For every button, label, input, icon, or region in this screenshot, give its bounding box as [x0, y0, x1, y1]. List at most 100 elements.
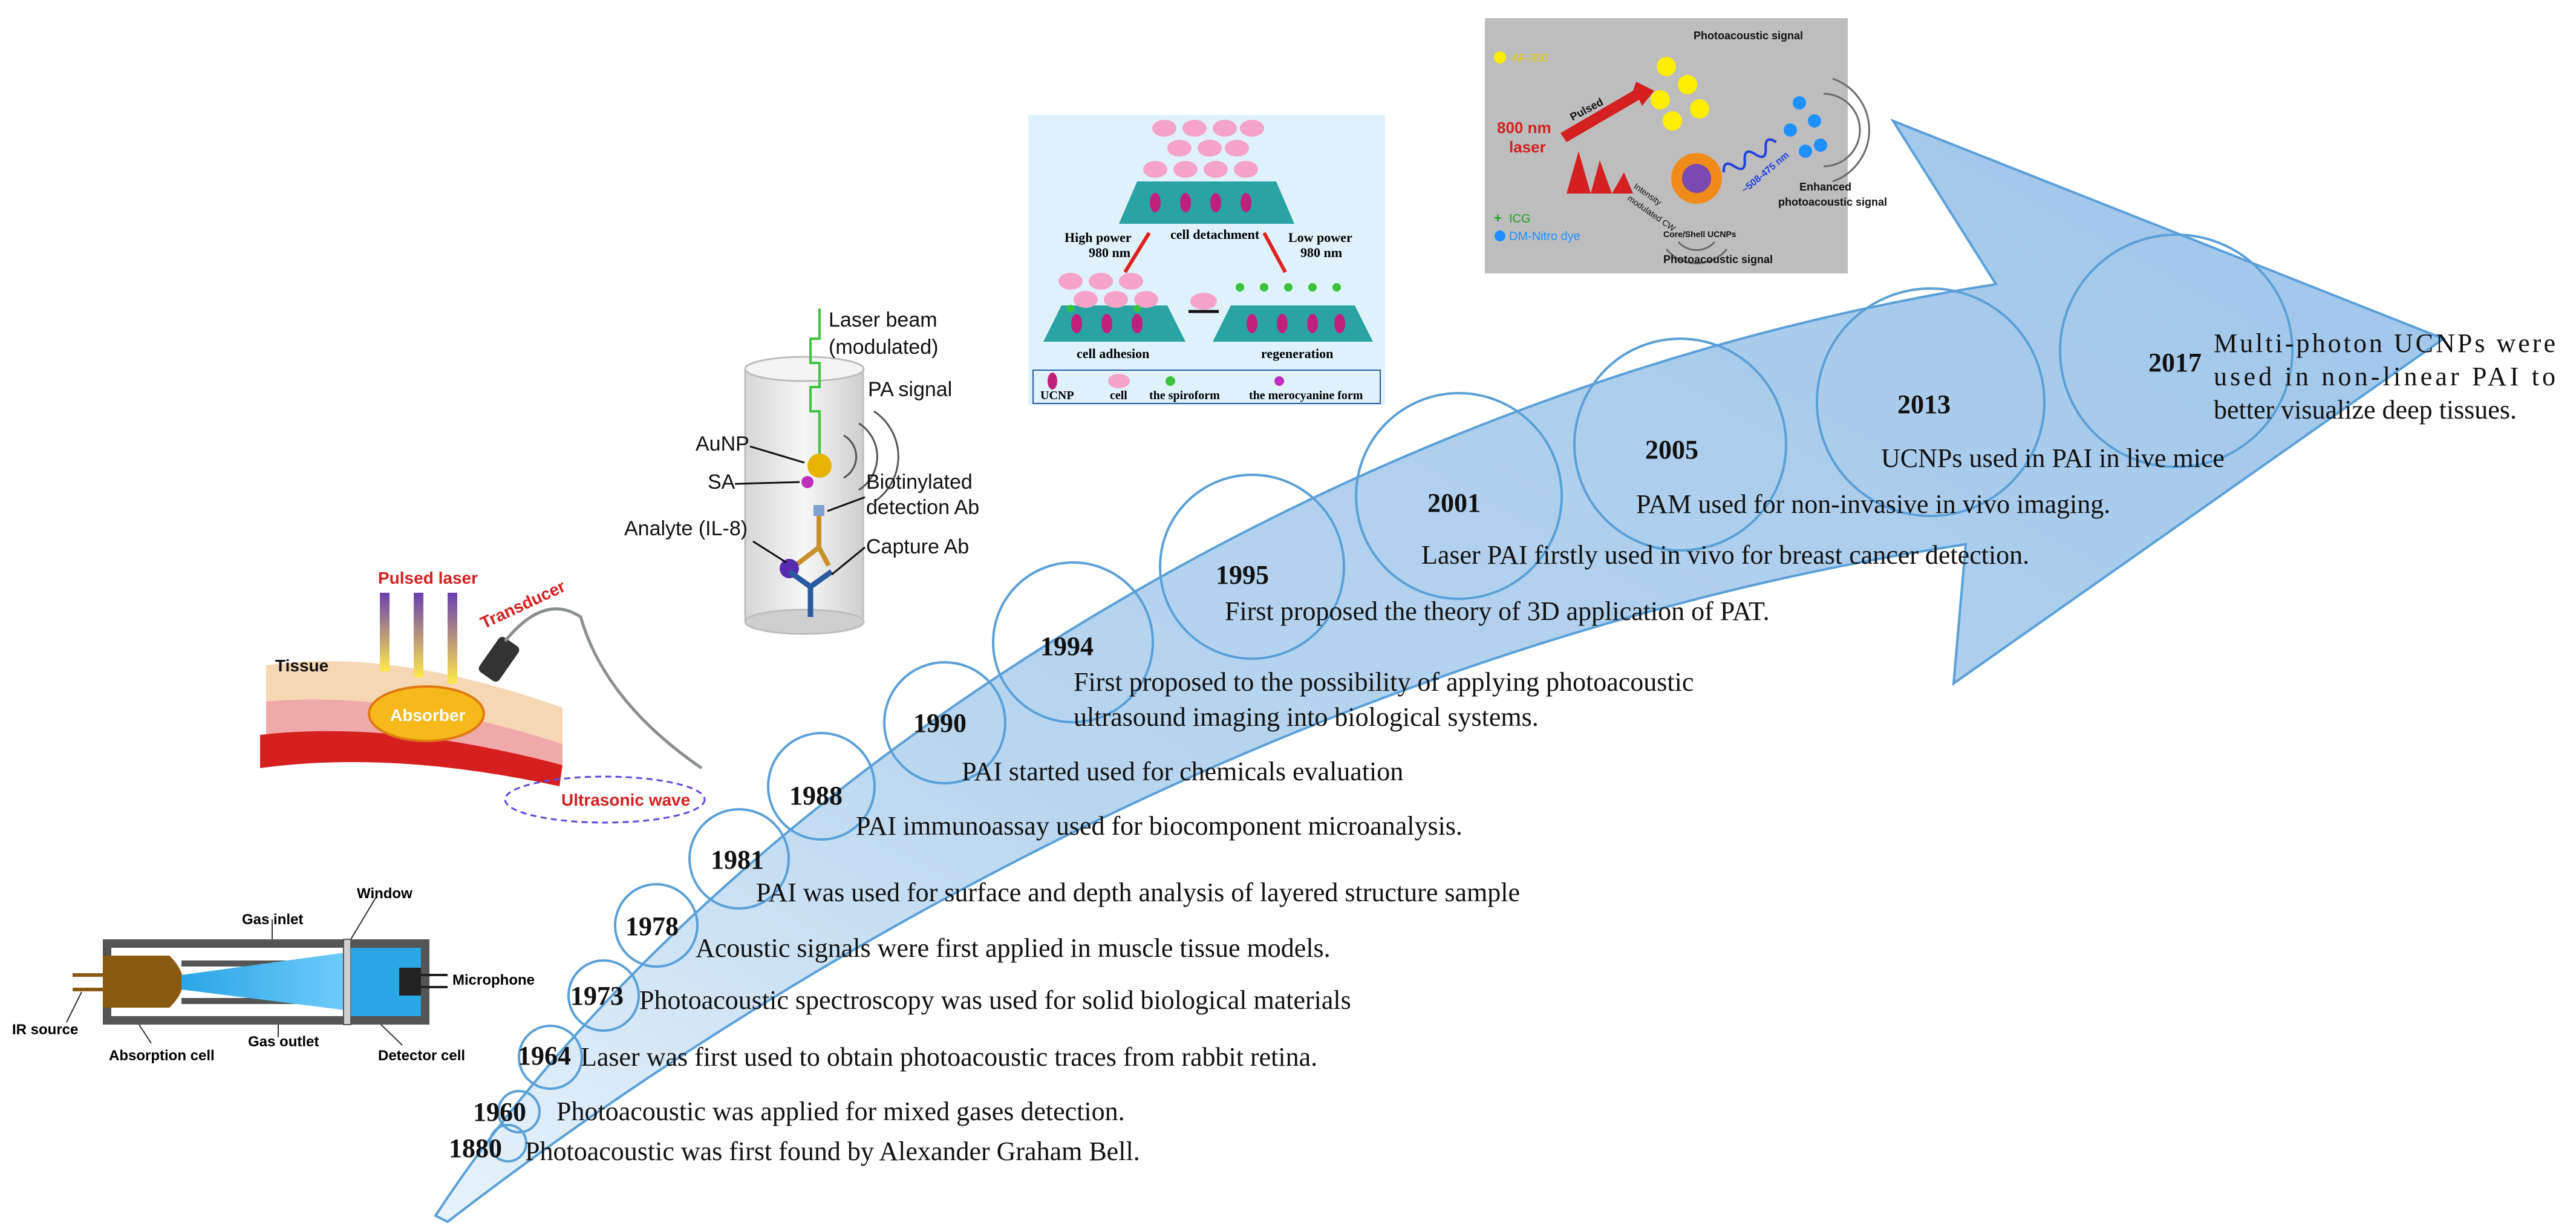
ucnps-top	[1150, 193, 1251, 212]
label-cell-adhesion: cell adhesion	[1077, 346, 1149, 361]
event-1981: PAI was used for surface and depth analy…	[756, 878, 1520, 907]
laser-beam-2	[414, 593, 423, 677]
legend-box	[1032, 370, 1381, 404]
laser-beam-1	[380, 593, 390, 671]
circle-1973	[567, 959, 640, 1032]
event-1994-line2: ultrasound imaging into biological syste…	[1074, 702, 1539, 732]
year-1981: 1981	[711, 845, 764, 875]
ir-source-lamp	[103, 956, 183, 1008]
year-labels: 1880 1960 1964 1973 1978 1981 1988 1990 …	[449, 348, 2202, 1163]
label-laser-beam-1: Laser beam	[829, 308, 937, 331]
ultrasonic-wave-outline	[504, 775, 706, 824]
plate-top	[1119, 181, 1294, 224]
label-biotinylated-2: detection Ab	[866, 496, 979, 519]
label-core-shell: Core/Shell UCNPs	[1663, 229, 1736, 239]
legend-mero: the merocyanine form	[1249, 389, 1363, 402]
circle-1978	[614, 883, 699, 968]
microphone-block	[399, 968, 421, 996]
pa-waves-bottom	[1665, 241, 1728, 264]
circle-2005	[1573, 337, 1787, 552]
event-1960: Photoacoustic was applied for mixed gase…	[556, 1097, 1125, 1126]
legend-mero-icon	[1274, 376, 1284, 386]
window-pane	[343, 939, 351, 1025]
plate-right	[1213, 305, 1373, 342]
event-1880: Photoacoustic was first found by Alexand…	[525, 1136, 1140, 1166]
photoacoustic-diagram: AF-350 Photoacoustic signal Pulsed 800 n…	[1485, 18, 1887, 273]
year-2001: 2001	[1427, 488, 1481, 518]
label-analyte: Analyte (IL-8)	[624, 517, 748, 540]
label-dm-nitro: DM-Nitro dye	[1509, 230, 1580, 243]
year-2005: 2005	[1645, 435, 1698, 465]
event-2013: UCNPs used in PAI in live mice	[1881, 443, 2225, 473]
inner-bottom-bar	[181, 998, 345, 1004]
circle-1988	[767, 732, 876, 841]
ucnp-core	[1682, 164, 1711, 193]
immunoassay-diagram: Laser beam (modulated) PA signal AuNP SA…	[624, 308, 979, 635]
tissue-diagram: Absorber Pulsed laser Transducer Tissue …	[260, 569, 706, 824]
event-2017-line1: Multi-photon UCNPs were	[2214, 328, 2555, 358]
year-1973: 1973	[570, 981, 624, 1011]
label-laser-beam-2: (modulated)	[829, 336, 938, 359]
circle-1880	[489, 1124, 527, 1162]
cell-outer-bottom	[103, 1016, 429, 1025]
legend-spiro-icon	[1166, 376, 1175, 386]
event-descriptions: Photoacoustic was first found by Alexand…	[525, 328, 2555, 1166]
label-gas-inlet: Gas inlet	[242, 911, 303, 928]
well-bottom	[744, 608, 865, 635]
emission-wave	[1722, 138, 1777, 173]
label-cell-detachment: cell detachment	[1170, 227, 1260, 242]
event-1990: PAI started used for chemicals evaluatio…	[962, 757, 1403, 786]
event-1988: PAI immunoassay used for biocomponent mi…	[856, 811, 1462, 841]
dm-nitro-molecules	[1784, 96, 1827, 158]
pulsed-arrow	[1560, 82, 1654, 142]
transducer-body	[478, 636, 520, 682]
inner-top-bar	[181, 960, 345, 967]
year-1880: 1880	[449, 1133, 502, 1163]
cells-top	[1143, 120, 1264, 178]
label-window: Window	[357, 885, 412, 902]
icg-plus-icon: +	[1494, 210, 1502, 226]
label-ir-source: IR source	[12, 1022, 78, 1038]
pointer-analyte	[752, 540, 787, 564]
blood-vessel	[260, 731, 562, 786]
legend-ucnp-icon	[1048, 373, 1057, 390]
label-ultrasonic-wave: Ultrasonic wave	[561, 791, 690, 809]
event-2017-line2: used in non-linear PAI to	[2214, 362, 2555, 391]
label-sa: SA	[708, 471, 735, 494]
plate-left	[1043, 305, 1185, 342]
label-high-power-2: 980 nm	[1089, 245, 1130, 260]
event-1973: Photoacoustic spectroscopy was used for …	[639, 985, 1351, 1015]
label-af350: AF-350	[1512, 52, 1548, 64]
cell-diagram: cell detachment High power 980 nm Low po…	[1028, 115, 1385, 405]
pointer-ir-source	[66, 991, 82, 1023]
laser-modulated-line	[809, 308, 821, 466]
year-1990: 1990	[913, 708, 967, 738]
label-pa-signal-top: Photoacoustic signal	[1694, 30, 1803, 42]
label-enhanced-1: Enhanced	[1799, 181, 1851, 193]
ucnps-right	[1247, 314, 1345, 333]
event-1994-line1: First proposed to the possibility of app…	[1074, 667, 1694, 697]
circle-1990	[883, 661, 1006, 784]
year-2013: 2013	[1897, 390, 1951, 419]
label-absorption-cell: Absorption cell	[109, 1048, 215, 1064]
event-1995: First proposed the theory of 3D applicat…	[1225, 596, 1770, 626]
label-pa-signal-bottom: Photoacoustic signal	[1663, 253, 1773, 266]
year-1988: 1988	[789, 781, 843, 810]
capture-antibody	[787, 569, 833, 617]
gas-cell-diagram: Gas inlet Window Microphone IR source Ab…	[12, 885, 535, 1064]
label-absorber: Absorber	[390, 706, 466, 725]
label-tissue: Tissue	[275, 656, 328, 675]
label-low-power-1: Low power	[1288, 230, 1352, 245]
label-high-power-1: High power	[1065, 230, 1132, 245]
cell-panel-bg	[1028, 115, 1385, 405]
absorber-blob	[368, 685, 485, 742]
year-1960: 1960	[473, 1097, 526, 1127]
pointer-absorption	[139, 1024, 152, 1044]
cell-outer-right	[421, 939, 429, 1025]
label-800nm-1: 800 nm	[1497, 119, 1551, 137]
year-2017: 2017	[2148, 348, 2202, 377]
transducer-cable	[504, 607, 703, 770]
legend-ucnp: UCNP	[1040, 389, 1074, 402]
year-1995: 1995	[1216, 560, 1269, 590]
